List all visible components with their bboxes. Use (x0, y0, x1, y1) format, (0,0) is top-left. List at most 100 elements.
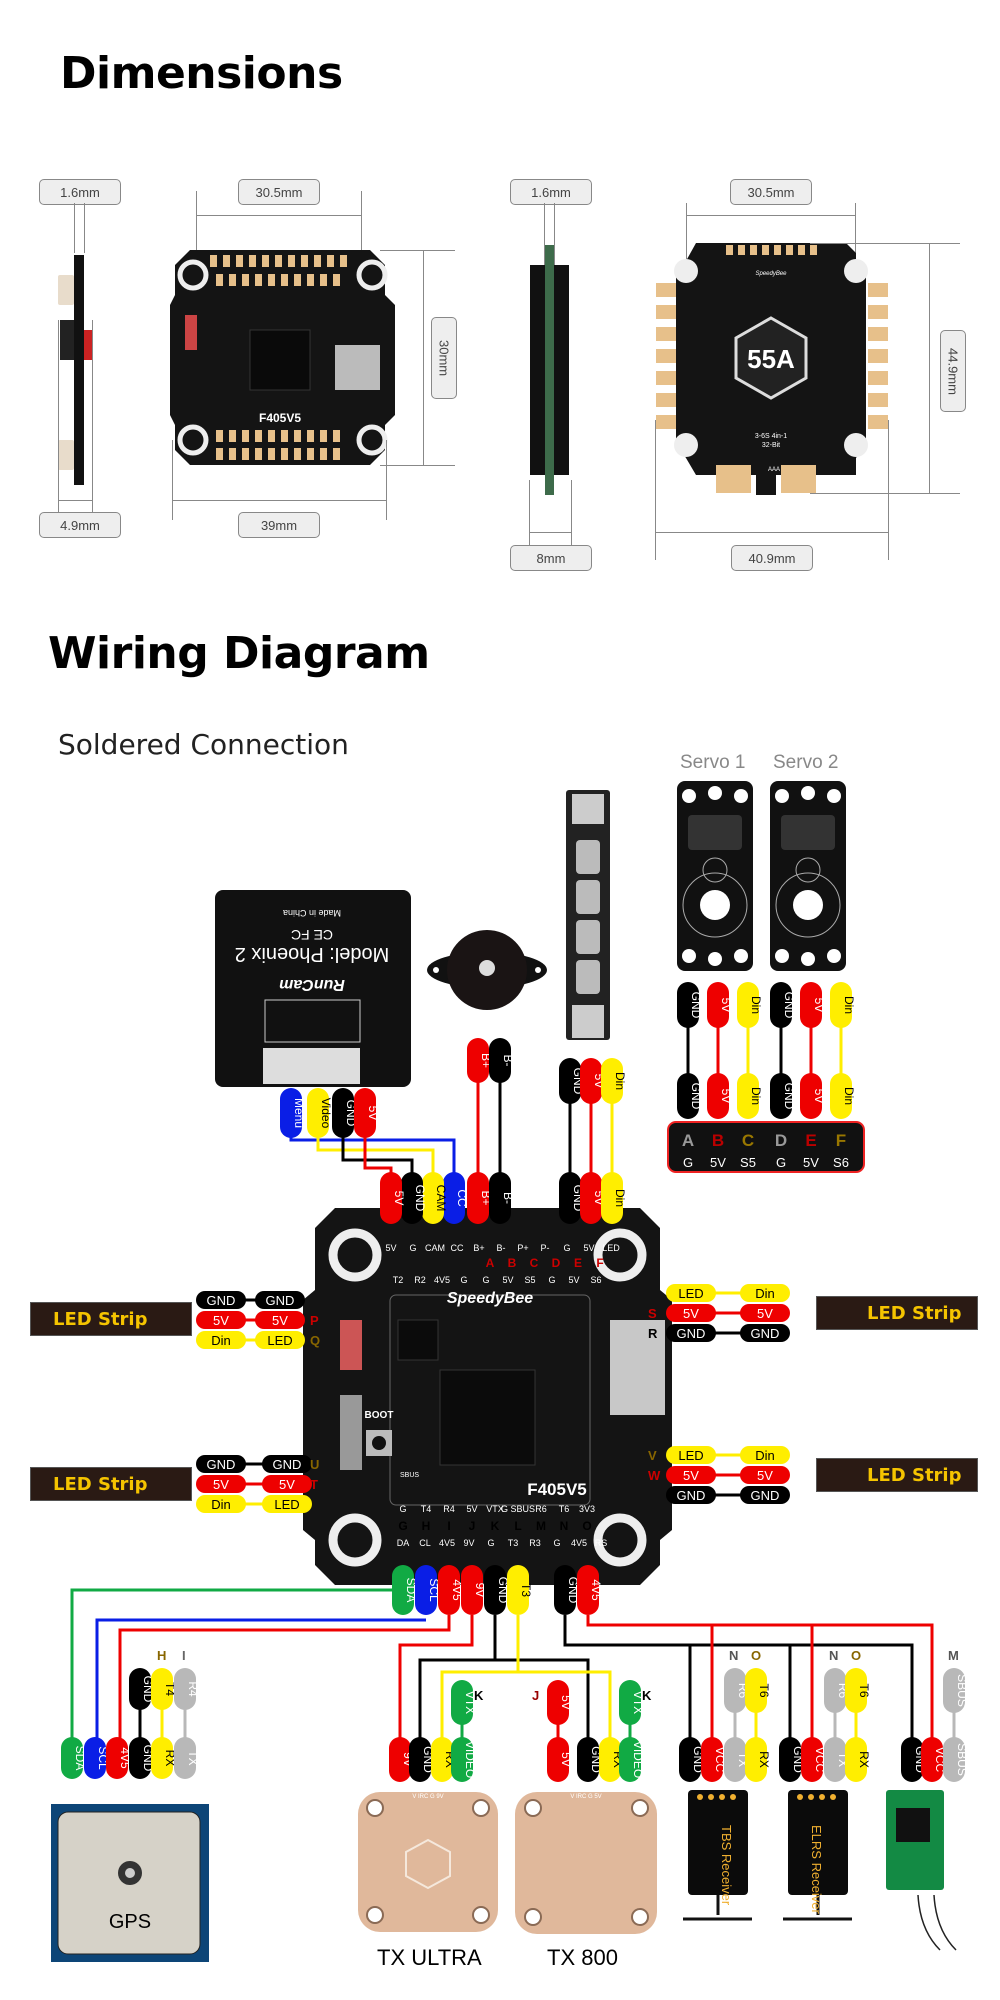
wire-tag-label: Din (749, 1087, 763, 1105)
wire-tag-label: 5V (719, 998, 733, 1013)
led-strip-pad-tag: U (310, 1457, 319, 1472)
wire-tag-label: 5V (683, 1468, 699, 1483)
wire-tag-label: SCL (427, 1578, 441, 1602)
led-strip-wire-tag: Din (196, 1331, 246, 1349)
wire-tag-label: GND (751, 1326, 780, 1341)
rx-gnd-wire (563, 1615, 914, 1750)
fc-pad-tag: CC (443, 1172, 469, 1224)
wire-tag-label: TX (186, 1750, 200, 1765)
servo-pad-letter: F (836, 1131, 846, 1150)
fc-top-pad-label: G (548, 1275, 555, 1285)
servo-pad-letter: B (712, 1131, 724, 1150)
fc-bottom-pad-label: RS (595, 1538, 608, 1548)
fc-top-pad-label: CAM (425, 1243, 445, 1253)
servo-1-title: Servo 1 (680, 752, 746, 773)
vtx-9v-wire (398, 1615, 474, 1750)
fc-bottom-pad-letter: H (422, 1519, 431, 1533)
wire-tag-label: GND (566, 1577, 580, 1604)
fc-pad-tag: CAM (422, 1172, 448, 1224)
wire-tag-label: CC (455, 1189, 469, 1207)
wire-tag-label: Din (842, 996, 856, 1014)
vtx-ultra-label: TX ULTRA (377, 1945, 482, 1970)
wire-tag-label: T3 (519, 1583, 533, 1597)
wire-tag-label: 5V (683, 1306, 699, 1321)
camera-wire-tag: Menu (280, 1088, 306, 1138)
wire-tag-label: SDA (404, 1578, 418, 1603)
wire-tag-label: LED (678, 1286, 703, 1301)
vtx-800-top-wire-tag: VTX (619, 1680, 645, 1725)
fc-bottom-pad-label: T4 (421, 1504, 432, 1514)
wire-tag-label: GND (751, 1488, 780, 1503)
wire-tag-label: 5V (366, 1106, 380, 1121)
wire-tag-label: 5V (279, 1477, 295, 1492)
servo-wire-tag: 5V (800, 1073, 826, 1119)
gps-scl-wire (95, 1618, 426, 1750)
vtx-gnd-wire (418, 1615, 497, 1750)
wire-tag-label: 4V5 (450, 1579, 464, 1601)
servo-wire-tag: GND (677, 982, 703, 1028)
wire-tag-label: 5V (719, 1089, 733, 1104)
tbs-rx-wire-tag: VCC (701, 1737, 727, 1782)
wire-tag-label: CAM (434, 1185, 448, 1212)
fc-side-board (74, 255, 84, 485)
fc-bottom-wire-tag: 4V5 (577, 1565, 603, 1615)
wire-tag-label: 5V (559, 1752, 573, 1767)
servo-wire-tag: Din (830, 1073, 856, 1119)
fc-top-pad-label: P- (541, 1243, 550, 1253)
led-strip-wire-tag: GND (262, 1455, 312, 1473)
fc-top-pad-label: G (563, 1243, 570, 1253)
led-strip-wire-tag: 5V (262, 1475, 312, 1493)
led-strip-pad-tag: R (648, 1326, 658, 1341)
fc-pad-tag: Din (601, 1172, 627, 1224)
wire-tag-label: GND (677, 1488, 706, 1503)
wire-tag-label: VIDEO (631, 1741, 645, 1778)
led-strip-pad-tag: Q (310, 1333, 320, 1348)
led-strip-left-bottom: LED Strip (30, 1467, 192, 1501)
fc-top-pad-label: B+ (473, 1243, 484, 1253)
led-strip-wire-tag: GND (666, 1486, 716, 1504)
wire-tag-label: Din (842, 1087, 856, 1105)
servo-pad-name: S6 (833, 1155, 849, 1170)
fc-bottom-pad-label: G (553, 1538, 560, 1548)
fc-bottom-pad-letter: M (536, 1519, 546, 1533)
servo-wire-tag: GND (770, 982, 796, 1028)
led-strip-wire-tag: GND (740, 1324, 790, 1342)
sbus-top-wire-tag: SBUS (943, 1668, 969, 1713)
fc-bottom-wire-tag: SCL (415, 1565, 441, 1615)
esc-side-height-label: 8mm (510, 545, 592, 571)
fc-bottom-wire-tag: T3 (507, 1565, 533, 1615)
led-strip-wire-tag: 5V (740, 1304, 790, 1322)
fc-side-height-label: 4.9mm (39, 512, 121, 538)
wire-tag-label: SBUS (955, 1743, 969, 1776)
wire-tag-label: GND (207, 1293, 236, 1308)
fc-side-thickness-label: 1.6mm (39, 179, 121, 205)
fc-top-pad-label: 4V5 (434, 1275, 450, 1285)
led-strip-wire-tag: GND (255, 1291, 305, 1309)
servo-pad-name: G (683, 1155, 693, 1170)
wire-tag-label: R4 (186, 1681, 200, 1697)
led-strip-pad-tag: V (648, 1448, 657, 1463)
servo-pad-letter: A (682, 1131, 694, 1150)
fc-bottom-pad-label: CL (419, 1538, 431, 1548)
gps-pad-tag: H (157, 1648, 166, 1663)
dimensions-title: Dimensions (60, 48, 343, 99)
fc-top-pad-letter: A (486, 1256, 495, 1270)
servo-pad-letter: D (775, 1131, 787, 1150)
led-strip-pad-tag: S (648, 1306, 657, 1321)
wire-tag-label: GND (689, 1083, 703, 1110)
wire-tag-label: SBUS (955, 1674, 969, 1707)
fc-bottom-wire-tag: 4V5 (438, 1565, 464, 1615)
led-strip-pad-tag: W (648, 1468, 661, 1483)
fc-bottom-pad-label: 3V3 (579, 1504, 595, 1514)
led-strip-wire-tag: GND (196, 1455, 246, 1473)
wire-tag-label: VIDEO (463, 1741, 477, 1778)
led-strip-right-top: LED Strip (816, 1296, 978, 1330)
elrs-rx-wire-tag: RX (845, 1737, 871, 1782)
servo-wire-tag: 5V (707, 1073, 733, 1119)
wire-tag-label: VCC (813, 1747, 827, 1773)
wire-tag-label: SDA (73, 1746, 87, 1771)
wire-tag-label: Din (211, 1333, 231, 1348)
fc-bottom-pad-label: 4V5 (439, 1538, 455, 1548)
fc-top-pad-label: T2 (393, 1275, 404, 1285)
